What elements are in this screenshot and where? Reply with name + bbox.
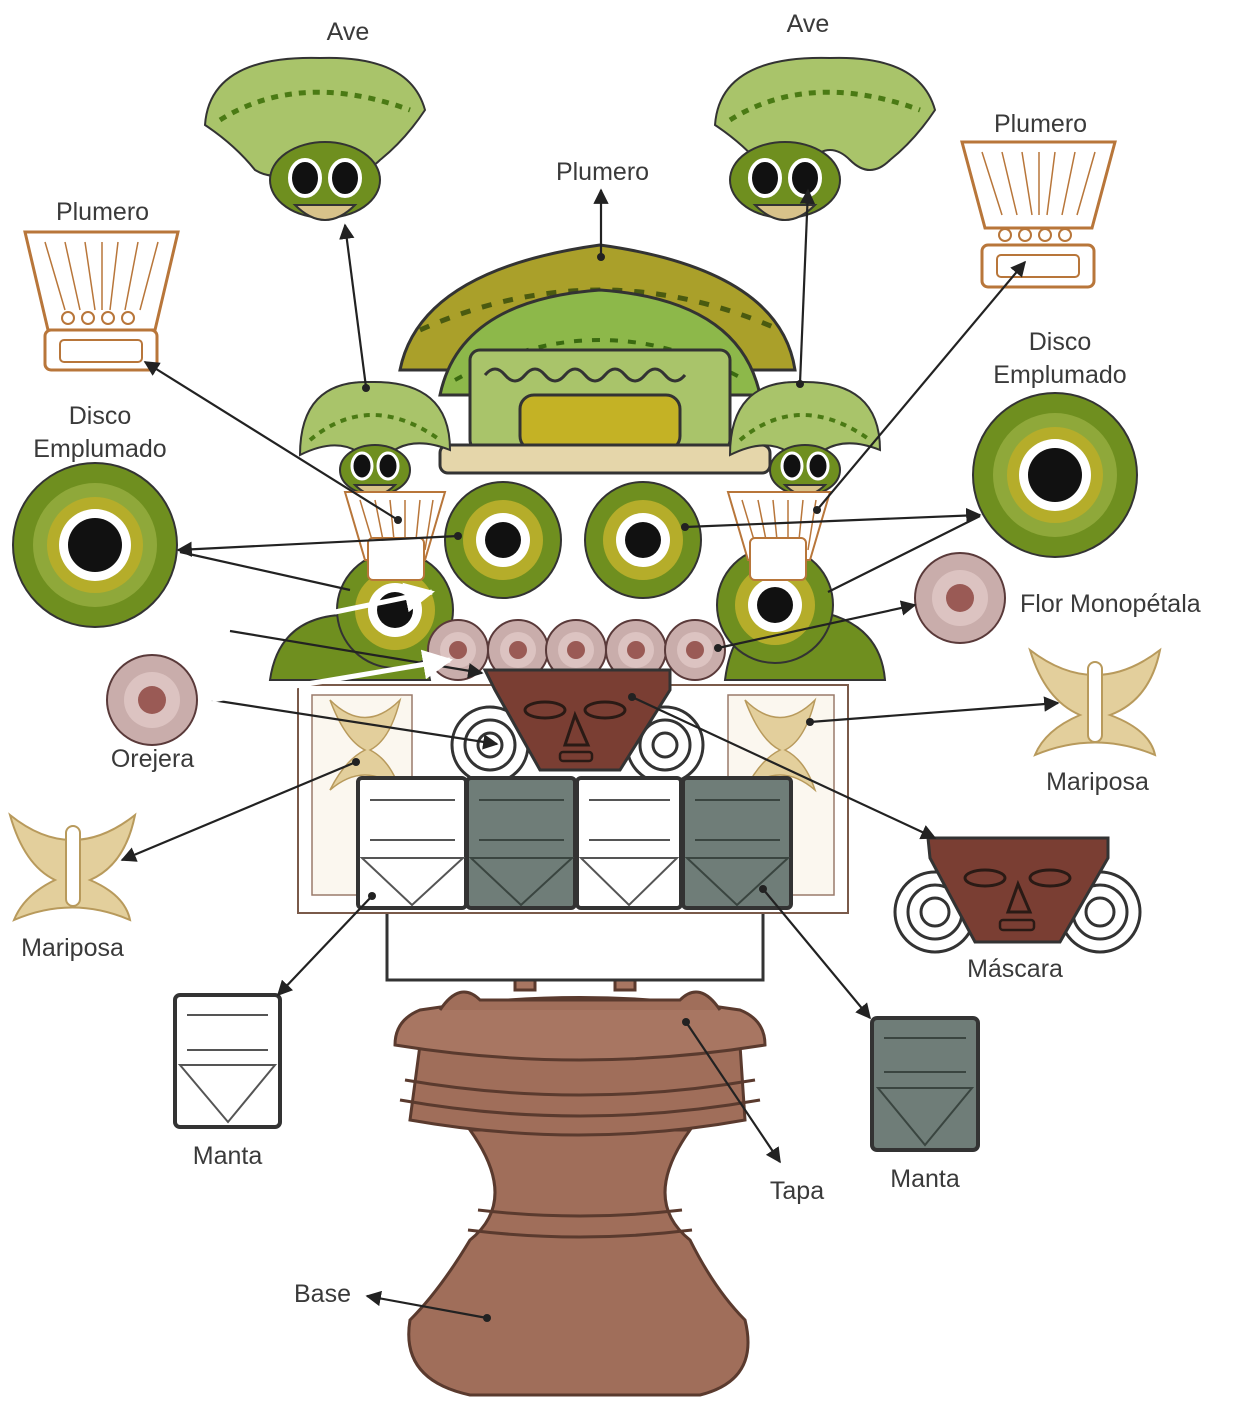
disco-emplumado-right-detail — [973, 393, 1137, 557]
mariposa-left-detail — [10, 815, 135, 920]
mariposa-right-detail — [1030, 650, 1160, 755]
manta-right-detail — [872, 1018, 978, 1150]
plumero-right-detail — [962, 142, 1115, 287]
label-plumero-left: Plumero — [40, 196, 165, 229]
label-tapa: Tapa — [752, 1175, 842, 1208]
plumero-left-detail — [25, 232, 178, 370]
label-disco-emplumado-right: Disco Emplumado — [975, 326, 1145, 392]
small-ave-left — [300, 382, 450, 495]
mascara-detail — [895, 838, 1140, 952]
ave-right-detail — [715, 58, 935, 220]
disco-emplumado-left-detail — [13, 463, 177, 627]
manta-left-detail — [175, 995, 280, 1127]
label-mascara: Máscara — [950, 953, 1080, 986]
label-disco-right-line2: Emplumado — [975, 359, 1145, 392]
label-plumero-right: Plumero — [978, 108, 1103, 141]
lower-panel — [387, 905, 763, 980]
label-mariposa-left: Mariposa — [5, 932, 140, 965]
label-manta-left: Manta — [175, 1140, 280, 1173]
label-ave-left: Ave — [298, 16, 398, 49]
label-ave-right: Ave — [758, 8, 858, 41]
label-orejera: Orejera — [95, 743, 210, 776]
label-disco-left-line1: Disco — [15, 400, 185, 433]
label-plumero-center: Plumero — [540, 156, 665, 189]
mantas-row — [358, 778, 791, 908]
label-base: Base — [280, 1278, 365, 1311]
orejera-detail — [107, 655, 197, 745]
disco-small-center-left — [445, 482, 561, 598]
label-mariposa-right: Mariposa — [1030, 766, 1165, 799]
ave-left-detail — [205, 58, 425, 220]
label-disco-emplumado-left: Disco Emplumado — [15, 400, 185, 466]
label-flor-monopetala: Flor Monopétala — [1020, 588, 1235, 621]
small-ave-right — [730, 382, 880, 495]
label-disco-right-line1: Disco — [975, 326, 1145, 359]
disco-small-center-right — [585, 482, 701, 598]
base-vessel — [409, 1130, 748, 1395]
label-manta-right: Manta — [872, 1163, 978, 1196]
label-disco-left-line2: Emplumado — [15, 433, 185, 466]
flor-monopetala-detail — [915, 553, 1005, 643]
